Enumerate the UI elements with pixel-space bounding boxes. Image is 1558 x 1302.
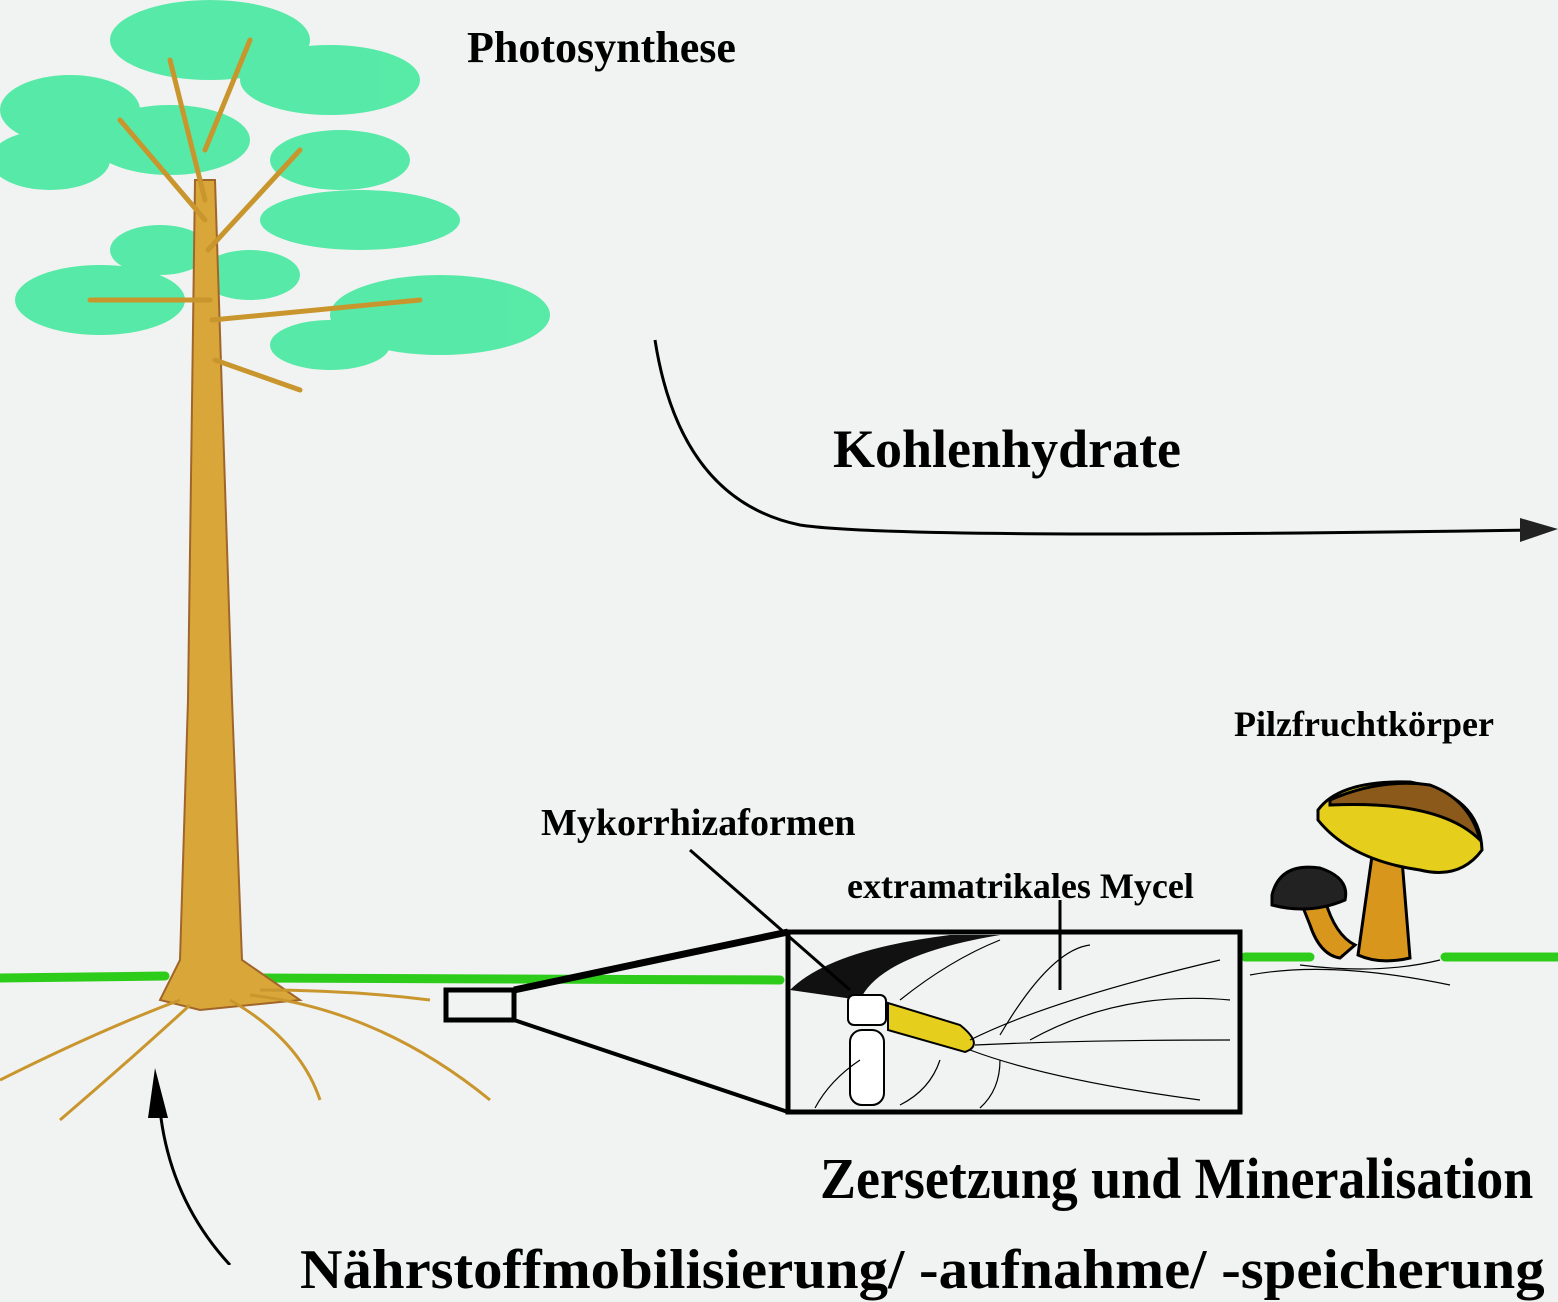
tree-branches — [87, 37, 423, 393]
carbohydrate-arrow — [653, 339, 1558, 542]
label-extramatrikales-mycel: extramatrikales Mycel — [847, 866, 1194, 906]
label-photosynthese: Photosynthese — [467, 23, 736, 72]
label-pilzfruchtkoerper: Pilzfruchtkörper — [1234, 704, 1494, 744]
diagram-canvas — [0, 0, 1558, 1265]
label-kohlenhydrate: Kohlenhydrate — [833, 419, 1182, 479]
tree-trunk — [158, 179, 303, 1012]
label-naehrstoff: Nährstoffmobilisierung/ -aufnahme/ -spei… — [300, 1239, 1545, 1301]
ground-line — [0, 952, 1558, 985]
label-leader-lines — [689, 848, 1062, 992]
mushroom-fruiting-bodies — [1249, 780, 1484, 986]
tree-foliage — [0, 0, 550, 370]
label-mykorrhizaformen: Mykorrhizaformen — [541, 802, 856, 844]
nutrient-arrow — [148, 1068, 232, 1265]
label-zersetzung: Zersetzung und Mineralisation — [820, 1146, 1534, 1211]
mycorrhiza-inset — [790, 935, 1231, 1109]
tree-roots — [0, 988, 491, 1122]
magnification-indicator — [443, 928, 1243, 1115]
